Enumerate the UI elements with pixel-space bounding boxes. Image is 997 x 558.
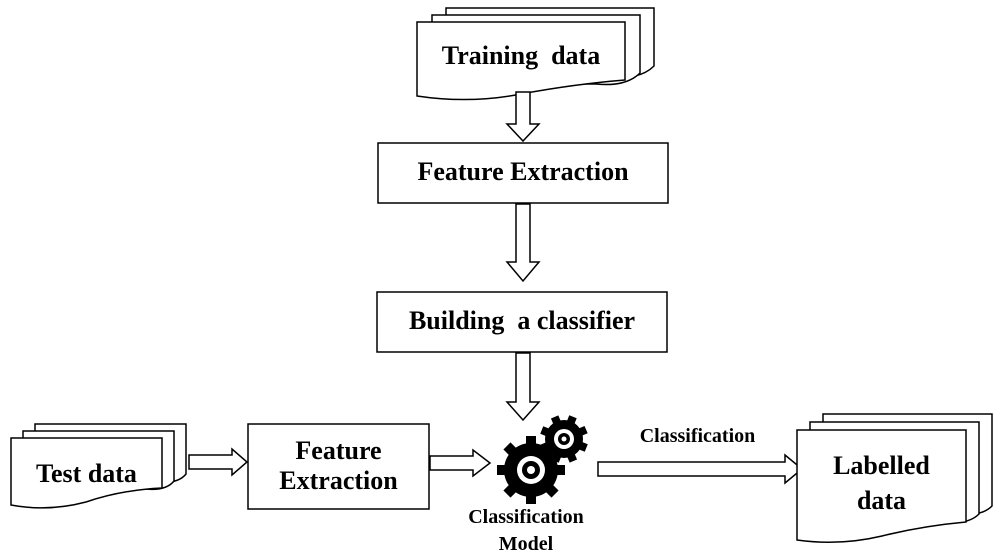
classification-model-line1: Classification [468, 506, 584, 528]
arrow-model-to-labelled [597, 453, 804, 485]
arrow-test-to-feature [188, 447, 249, 477]
arrow-feature-to-model [429, 448, 492, 478]
classification-edge-label: Classification [639, 425, 756, 447]
labelled-data-label: Labelled data [797, 448, 966, 518]
small-gear-icon [540, 415, 588, 463]
classification-model-line2: Model [498, 533, 554, 555]
classification-model-label: Classification Model [436, 504, 616, 558]
building-classifier-label: Building a classifier [408, 306, 636, 335]
building-classifier-box [376, 291, 668, 353]
large-gear-icon [497, 436, 565, 504]
training-data-label: Training data [441, 41, 601, 70]
labelled-data-line1: Labelled [833, 451, 930, 480]
feature-extraction-bottom-line2: Extraction [279, 465, 398, 495]
arrow-feature-to-classifier [505, 203, 541, 283]
feature-extraction-bottom-label: Feature Extraction [248, 436, 429, 496]
feature-extraction-bottom-line1: Feature [295, 436, 382, 465]
arrow-training-to-feature [505, 91, 541, 143]
gears-icon [497, 415, 588, 504]
feature-extraction-top-box [377, 142, 669, 204]
feature-extraction-top-label: Feature Extraction [417, 157, 629, 186]
test-data-node [10, 423, 187, 509]
training-data-node [416, 7, 655, 101]
feature-extraction-bottom-box [247, 423, 430, 510]
labelled-data-node [796, 413, 993, 543]
arrow-classifier-to-model [505, 352, 541, 422]
test-data-label: Test data [36, 459, 137, 488]
labelled-data-line2: data [856, 486, 907, 515]
